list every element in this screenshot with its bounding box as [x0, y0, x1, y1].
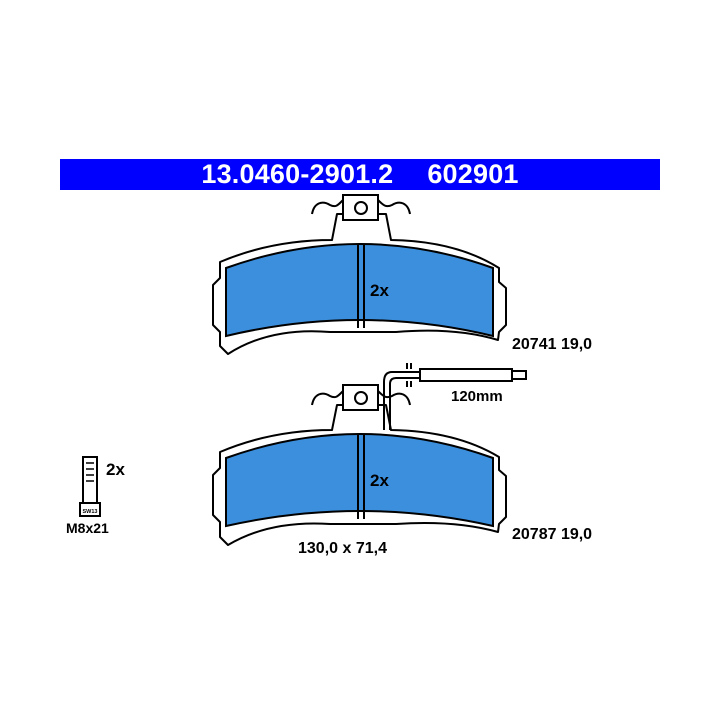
bolt-size: M8x21	[66, 520, 109, 536]
bolt-head-mark: SW13	[83, 509, 98, 515]
pad-dimensions: 130,0 x 71,4	[298, 540, 387, 557]
lower-pad-quantity: 2x	[370, 471, 389, 490]
lower-friction-material	[225, 433, 494, 528]
part-number: 13.0460-2901.2	[201, 159, 394, 189]
reference-number: 602901	[427, 159, 519, 189]
upper-clip-hole	[354, 201, 368, 215]
upper-friction-material	[225, 243, 494, 338]
bolt-icon	[79, 456, 101, 517]
wear-sensor-connector	[419, 368, 513, 382]
lower-pad-spec: 20787 19,0	[512, 526, 592, 543]
bolt-shank	[82, 456, 98, 504]
bolt-head	[79, 502, 101, 517]
upper-brake-pad	[212, 194, 507, 355]
part-number-banner: 13.0460-2901.2 602901	[60, 159, 660, 190]
upper-pad-spec: 20741 19,0	[512, 336, 592, 353]
lower-brake-pad	[212, 384, 507, 546]
lower-clip-hole	[354, 391, 368, 405]
wear-sensor-plug	[511, 370, 527, 380]
bolt-quantity: 2x	[106, 460, 125, 479]
wear-sensor	[383, 363, 527, 430]
wear-sensor-wire-outer	[383, 371, 420, 430]
upper-pad-quantity: 2x	[370, 281, 389, 300]
wear-sensor-length: 120mm	[451, 388, 503, 405]
wear-sensor-wire-inner	[389, 377, 420, 430]
